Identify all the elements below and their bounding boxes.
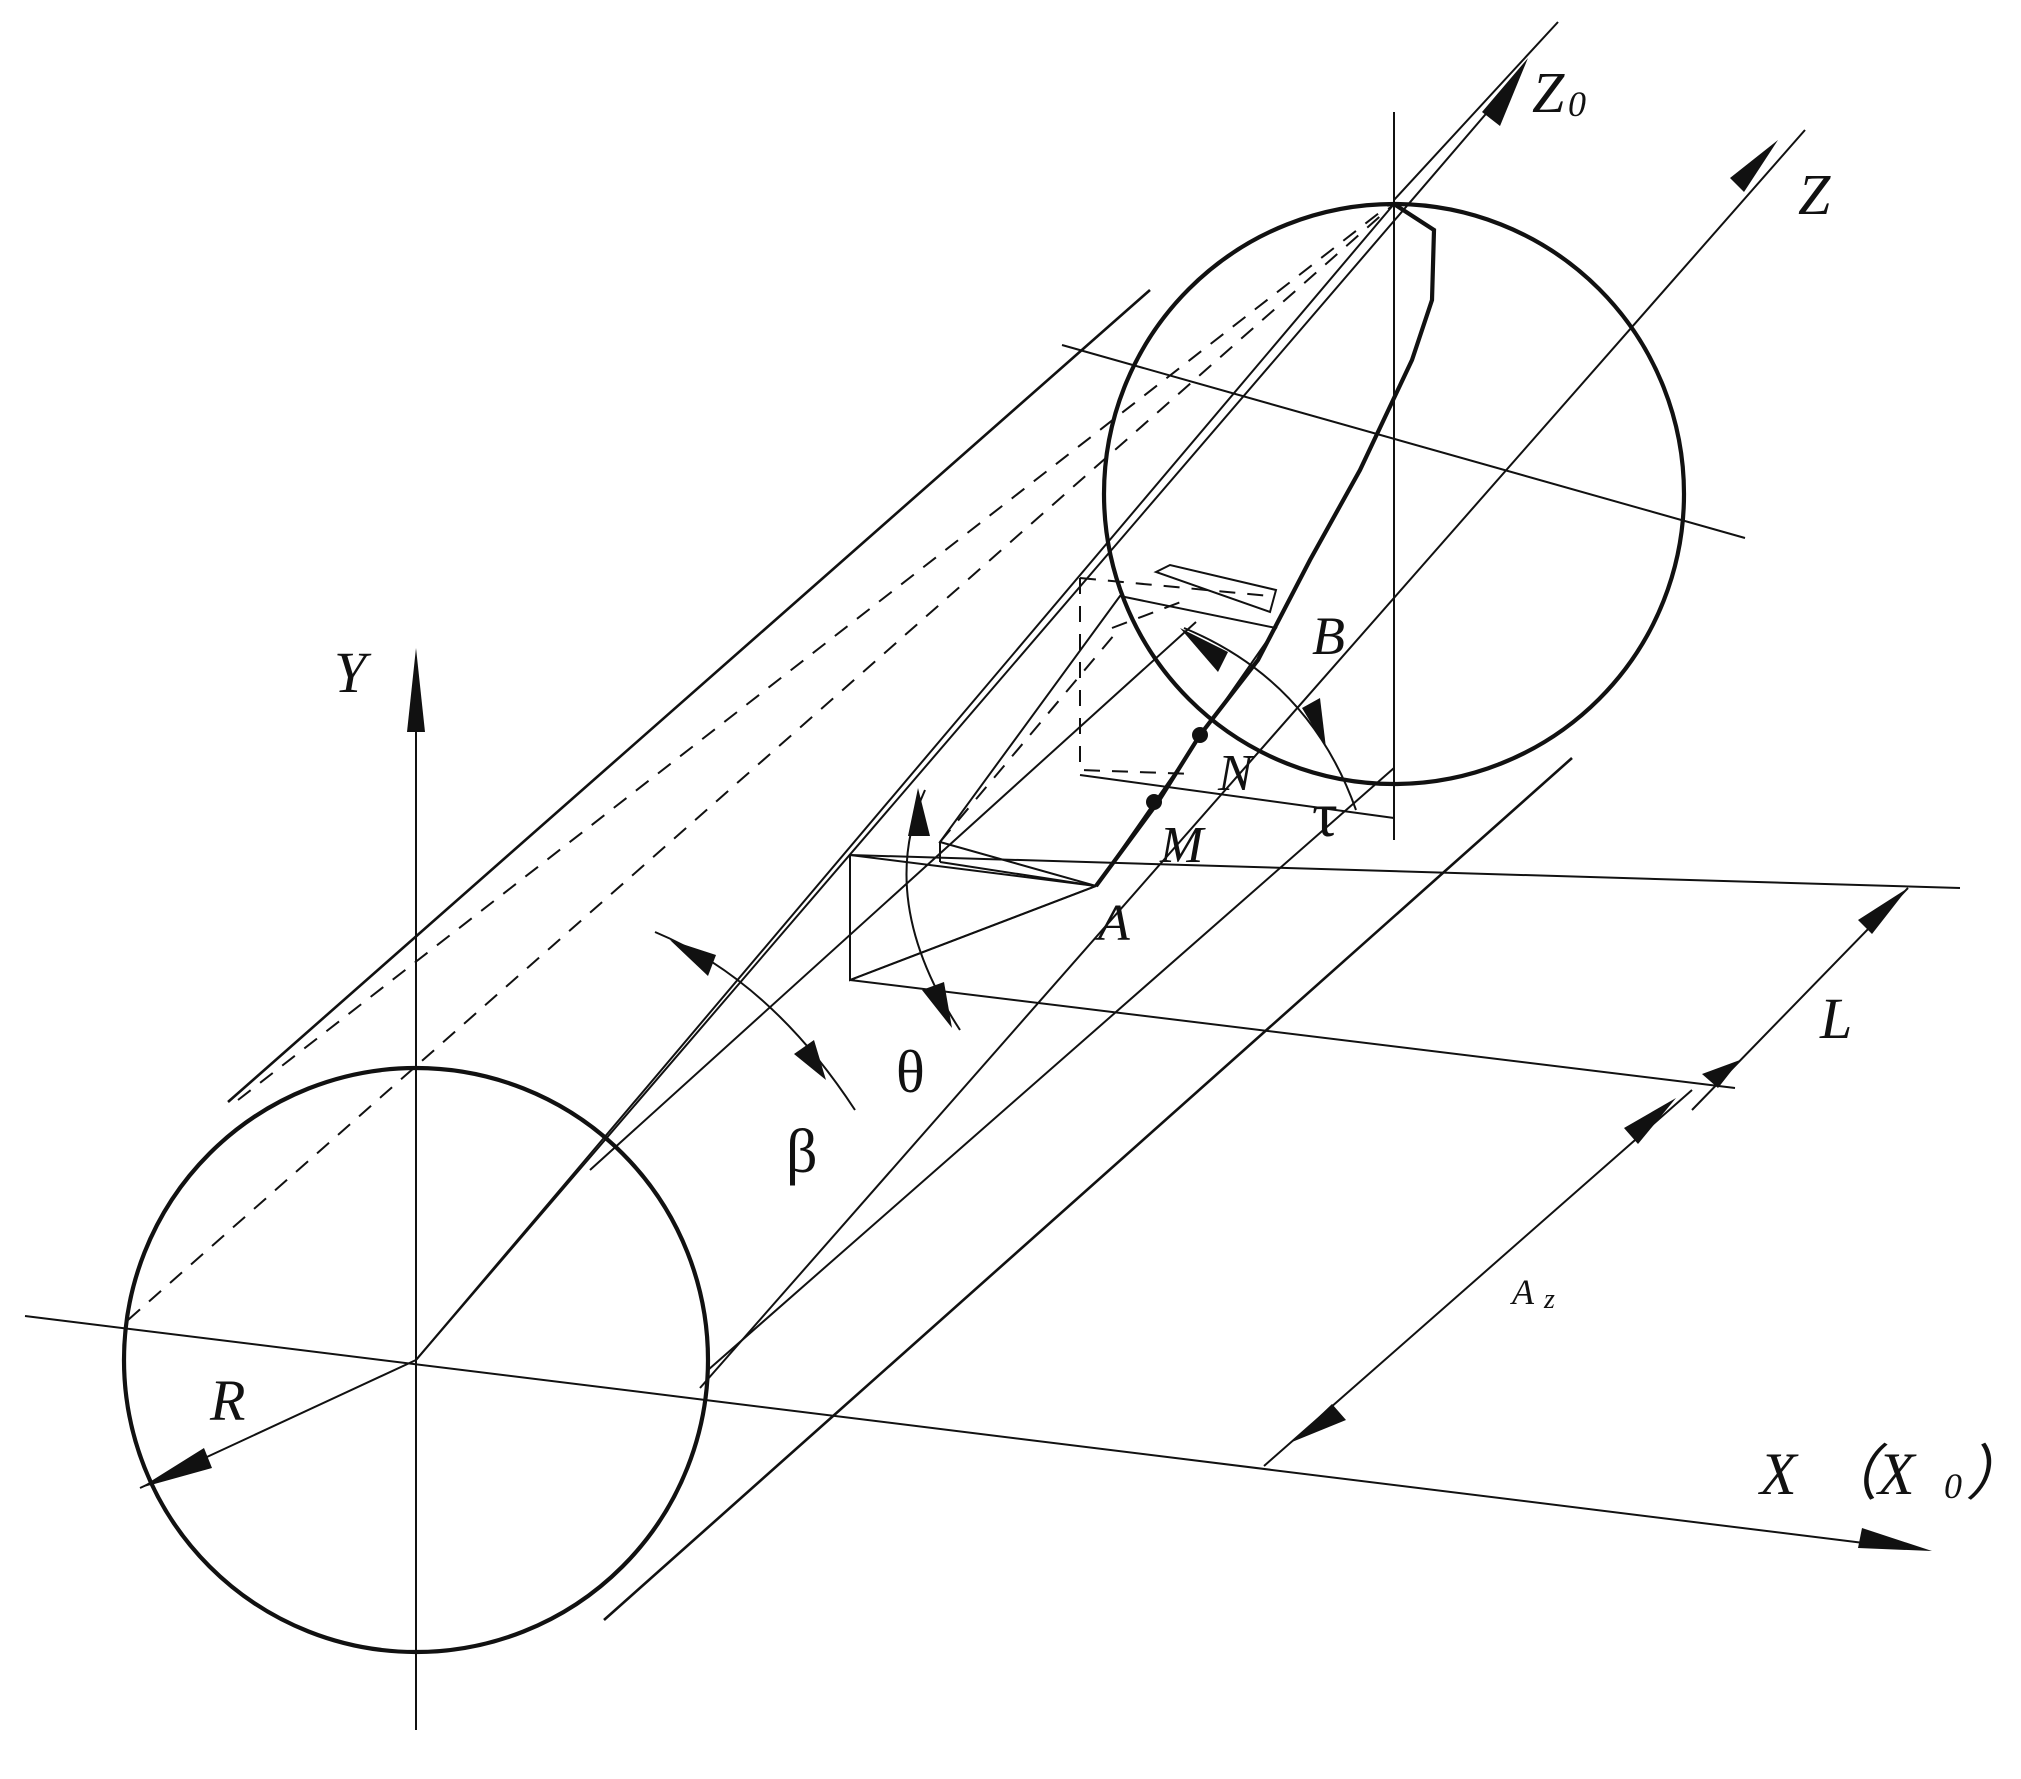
upper-generator (227, 289, 1151, 1103)
box-wedge-bottom (939, 861, 1097, 887)
box-dashed-top (1079, 577, 1271, 597)
label-z: Z (1798, 162, 1831, 227)
box-front-top (849, 854, 1097, 887)
inner-line-3 (707, 767, 1395, 1371)
x-axis-arrowhead (1858, 1528, 1932, 1551)
theta-arrow-top (908, 788, 930, 836)
hidden-upper-line (127, 203, 1395, 1321)
box-dashed-back (1079, 578, 1195, 775)
box-dashed-inner (939, 627, 1121, 843)
helix-edge (1094, 202, 1437, 888)
label-y: Y (334, 640, 372, 705)
beta-arrow-right (794, 1040, 826, 1080)
label-beta: β (786, 1118, 818, 1186)
label-az: A (1510, 1272, 1535, 1312)
z0-axis-arrowhead (1482, 58, 1528, 126)
label-az-sub: z (1543, 1284, 1555, 1315)
tau-arrow-start (1180, 628, 1228, 672)
label-a: A (1095, 895, 1130, 952)
ref-line-a (849, 854, 1961, 889)
inner-line-1 (415, 203, 1395, 1361)
dim-az-line (1263, 1089, 1693, 1467)
label-r: R (209, 1368, 245, 1433)
label-tau: τ (1312, 779, 1338, 850)
dim-az-arrow-top (1624, 1098, 1676, 1144)
labels: Z 0 Z Y X （X 0 ） B N M A τ θ β L A z R (209, 60, 2021, 1507)
dim-az-arrow-bottom (1292, 1404, 1346, 1442)
box-top-face (1153, 563, 1278, 614)
front-circle (121, 1065, 711, 1655)
box-dashed-side (1111, 599, 1187, 629)
label-m: M (1159, 817, 1206, 874)
y-axis-arrowhead (407, 648, 425, 732)
label-l: L (1819, 986, 1852, 1051)
label-n: N (1217, 745, 1256, 802)
x-axis-line (24, 1315, 1881, 1546)
z0-axis-extension (1393, 21, 1559, 201)
dim-r-arrow (140, 1448, 212, 1488)
z0-axis-line (415, 79, 1516, 1361)
ref-line-n (1079, 774, 1395, 819)
dim-l-arrow-bottom (1702, 1060, 1740, 1088)
label-z0-sub: 0 (1568, 84, 1586, 124)
label-theta: θ (896, 1039, 925, 1105)
dimensions (139, 887, 1909, 1489)
label-x0-sub: 0 (1944, 1466, 1962, 1506)
beta-arrow-left (670, 940, 716, 976)
tau-arrow-end (1302, 698, 1326, 748)
hidden-top-generator (237, 205, 1389, 1101)
label-b: B (1312, 606, 1345, 666)
box-front-bottom (849, 885, 1097, 981)
back-horizontal-axis (1061, 344, 1746, 539)
z-axis-line (699, 129, 1806, 1389)
theta-arrow-bottom (922, 982, 952, 1028)
label-x0-paren: （X (1818, 1441, 1917, 1507)
axes (24, 21, 1932, 1730)
box-front-frame (849, 855, 1097, 982)
ref-line-low (849, 979, 1736, 1089)
z-axis-arrowhead (1730, 140, 1778, 192)
cutting-edge (1094, 202, 1437, 888)
angle-marks (654, 627, 1357, 1111)
cylinder (121, 201, 1687, 1655)
label-x: X (1758, 1441, 1799, 1507)
tau-arc (1183, 627, 1357, 811)
inner-line-2 (589, 621, 1197, 1171)
point-m (1146, 794, 1162, 810)
label-z0: Z (1532, 60, 1565, 125)
label-x0-close: ） (1966, 1441, 2021, 1507)
box-wedge (938, 594, 1278, 888)
lower-generator (603, 757, 1573, 1621)
point-n (1192, 727, 1208, 743)
tool-box (849, 563, 1961, 1089)
dim-l-arrow-top (1858, 888, 1908, 934)
